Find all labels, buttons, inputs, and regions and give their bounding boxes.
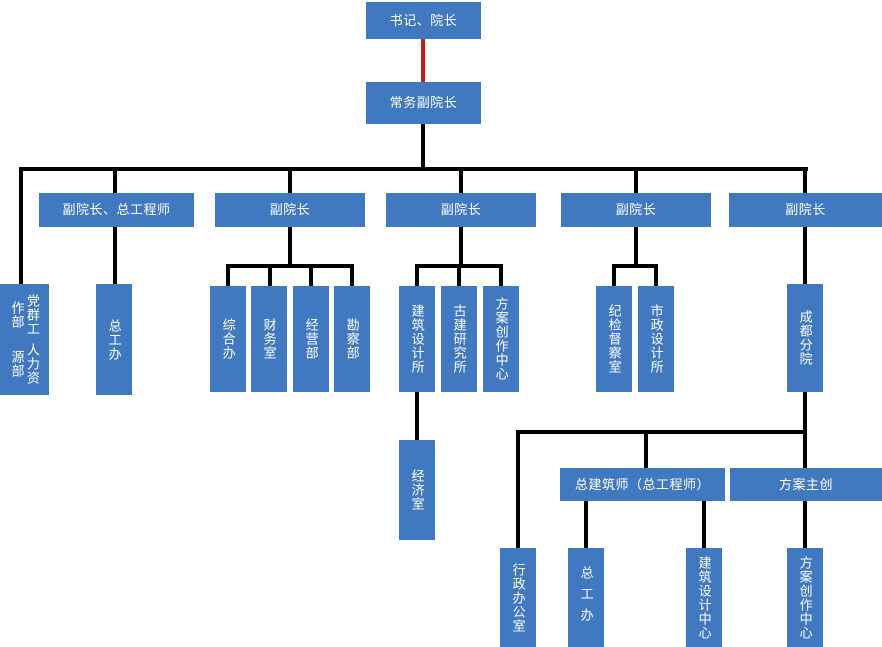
edge-drop-vice-dean-5: [803, 167, 807, 193]
node-municipal-design-institute[interactable]: 市政设计所: [638, 286, 674, 392]
node-discipline-inspection-office[interactable]: 纪检督察室: [596, 286, 632, 392]
edge-drop-general-office: [226, 264, 230, 286]
edge-chief-architect-to-office: [584, 501, 588, 548]
node-ancient-arch-institute[interactable]: 古建研究所: [441, 286, 477, 392]
edge-drop-vice-dean-2: [288, 167, 292, 193]
node-arch-design-institute[interactable]: 建筑设计所: [399, 286, 435, 392]
node-arch-design-center[interactable]: 建筑设计中心: [686, 548, 722, 647]
node-vice-dean-5[interactable]: 副院长: [729, 193, 882, 227]
node-survey-dept[interactable]: 勘察部: [334, 286, 370, 392]
edge-drop-hr-party: [19, 167, 23, 284]
edge-drop-vice-dean-4: [634, 167, 638, 193]
node-exec-vice-dean[interactable]: 常务副院长: [366, 82, 481, 124]
node-vice-dean-chief-engineer[interactable]: 副院长、总工程师: [39, 193, 194, 227]
edge-drop-ancient-arch-institute: [457, 264, 461, 286]
edge-drop-admin-office: [516, 430, 520, 548]
edge-exec-vice-dean-drop: [421, 124, 425, 170]
edge-vice-dean-4-bar: [612, 264, 658, 268]
edge-chengdu-branch-stem: [803, 392, 807, 432]
edge-drop-discipline-inspection: [612, 264, 616, 286]
node-admin-office[interactable]: 行政办公室: [500, 548, 536, 647]
edge-vice-dean-chief-engineer-to-office: [113, 226, 117, 284]
edge-drop-scheme-creation-center: [499, 264, 503, 286]
edge-scheme-lead-to-creation-center: [803, 501, 807, 548]
node-economics-office[interactable]: 经济室: [399, 440, 435, 540]
node-operations-dept[interactable]: 经营部: [293, 286, 329, 392]
edge-drop-survey-dept: [350, 264, 354, 286]
edge-drop-vice-dean-chief-engineer: [113, 167, 117, 193]
node-chief-engineer-office[interactable]: 总工办: [96, 284, 132, 395]
edge-vice-dean-2-bar: [226, 264, 354, 268]
edge-vice-dean-4-stem: [634, 226, 638, 266]
edge-chengdu-branch-bar: [516, 430, 807, 434]
node-chengdu-branch[interactable]: 成都分院: [787, 284, 823, 392]
node-hr-party-group[interactable]: 党群工作部 人力资源部: [0, 284, 49, 395]
edge-drop-chief-architect: [644, 430, 648, 468]
edge-drop-vice-dean-3: [459, 167, 463, 193]
node-vice-dean-2[interactable]: 副院长: [215, 193, 365, 227]
edge-drop-operations-dept: [309, 264, 313, 286]
edge-main-trunk: [19, 167, 808, 171]
node-hr-dept: 人力资源部: [9, 343, 40, 386]
edge-vice-dean-3-stem: [459, 226, 463, 266]
node-general-office[interactable]: 综合办: [210, 286, 246, 392]
edge-vice-dean-2-stem: [288, 226, 292, 266]
node-scheme-creation-center[interactable]: 方案创作中心: [483, 286, 519, 392]
node-branch-scheme-creation-center[interactable]: 方案创作中心: [787, 548, 823, 647]
node-chief-architect[interactable]: 总建筑师（总工程师）: [560, 468, 725, 501]
edge-vice-dean-5-to-chengdu-branch: [803, 226, 807, 284]
edge-drop-municipal-design: [654, 264, 658, 286]
node-secretary-dean[interactable]: 书记、院长: [366, 2, 481, 39]
node-vice-dean-3[interactable]: 副院长: [386, 193, 536, 227]
node-vice-dean-4[interactable]: 副院长: [561, 193, 711, 227]
node-finance-office[interactable]: 财务室: [251, 286, 287, 392]
node-scheme-lead[interactable]: 方案主创: [730, 468, 882, 501]
node-party-work-dept: 党群工作部: [9, 293, 40, 336]
node-branch-chief-engineer-office[interactable]: 总工办: [568, 548, 604, 647]
edge-secretary-to-exec-vice-dean: [421, 37, 425, 82]
edge-drop-scheme-lead: [803, 430, 807, 468]
edge-drop-finance-office: [268, 264, 272, 286]
edge-chief-architect-to-design-center: [702, 501, 706, 548]
edge-drop-arch-design-institute: [415, 264, 419, 286]
edge-arch-design-institute-to-economics: [415, 392, 419, 440]
